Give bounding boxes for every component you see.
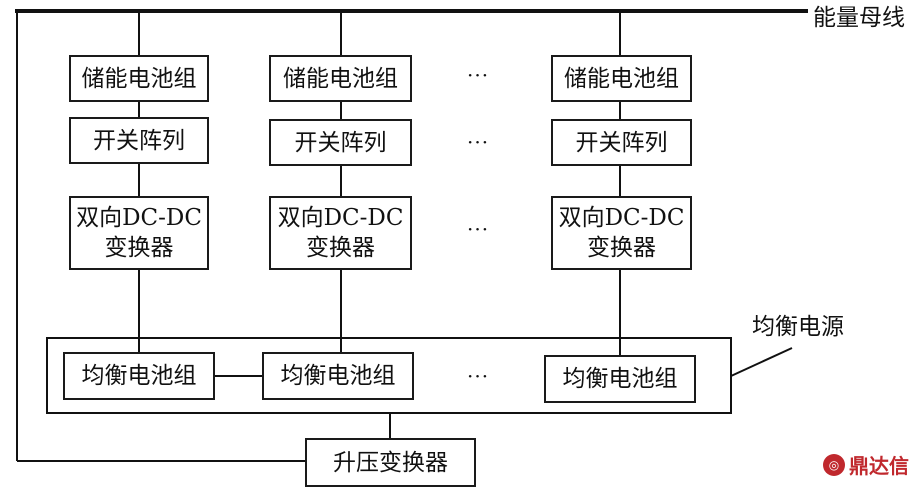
storage-battery-label: 储能电池组 bbox=[564, 65, 679, 92]
callout-leader-line bbox=[730, 347, 793, 377]
balancing-battery-box-1: 均衡电池组 bbox=[63, 352, 215, 400]
balancing-battery-label: 均衡电池组 bbox=[562, 366, 678, 392]
converter-label-line2: 变换器 bbox=[587, 235, 656, 261]
dcdc-converter-box-2: 双向DC-DC 变换器 bbox=[269, 196, 412, 270]
ellipsis-row-converter: ··· bbox=[467, 217, 490, 241]
dcdc-converter-box-3: 双向DC-DC 变换器 bbox=[551, 196, 692, 270]
energy-bus-label: 能量母线 bbox=[813, 5, 905, 31]
storage-battery-box-1: 储能电池组 bbox=[69, 55, 209, 102]
boost-converter-label: 升压变换器 bbox=[333, 449, 448, 476]
converter-label-line1: 双向DC-DC bbox=[558, 205, 685, 231]
storage-battery-label: 储能电池组 bbox=[81, 65, 197, 92]
dcdc-converter-box-1: 双向DC-DC 变换器 bbox=[69, 196, 209, 270]
balancing-battery-label: 均衡电池组 bbox=[280, 363, 396, 389]
balancing-battery-label: 均衡电池组 bbox=[81, 363, 197, 389]
converter-label-line2: 变换器 bbox=[306, 235, 375, 261]
balancing-battery-box-3: 均衡电池组 bbox=[544, 355, 696, 403]
switch-array-label: 开关阵列 bbox=[93, 127, 185, 154]
switch-array-box-3: 开关阵列 bbox=[551, 119, 692, 166]
balancing-battery-box-2: 均衡电池组 bbox=[262, 352, 414, 400]
boost-converter-box: 升压变换器 bbox=[305, 438, 476, 487]
balancing-power-label: 均衡电源 bbox=[752, 314, 844, 340]
switch-array-box-2: 开关阵列 bbox=[269, 119, 412, 166]
storage-battery-box-3: 储能电池组 bbox=[551, 55, 692, 102]
switch-array-label: 开关阵列 bbox=[575, 129, 668, 156]
converter-label-line1: 双向DC-DC bbox=[277, 205, 404, 231]
ellipsis-row-switch: ··· bbox=[467, 130, 490, 154]
converter-label-line2: 变换器 bbox=[104, 235, 174, 261]
watermark-icon: ◎ bbox=[823, 453, 845, 476]
ellipsis-row-balancing: ··· bbox=[467, 364, 490, 388]
storage-battery-box-2: 储能电池组 bbox=[269, 55, 412, 102]
storage-battery-label: 储能电池组 bbox=[283, 65, 398, 92]
ellipsis-row-battery: ··· bbox=[467, 63, 490, 87]
switch-array-box-1: 开关阵列 bbox=[69, 117, 209, 164]
converter-label-line1: 双向DC-DC bbox=[76, 205, 202, 231]
switch-array-label: 开关阵列 bbox=[294, 129, 387, 156]
watermark-text: 鼎达信 bbox=[849, 454, 909, 478]
watermark-logo: ◎ 鼎达信 bbox=[823, 450, 909, 479]
